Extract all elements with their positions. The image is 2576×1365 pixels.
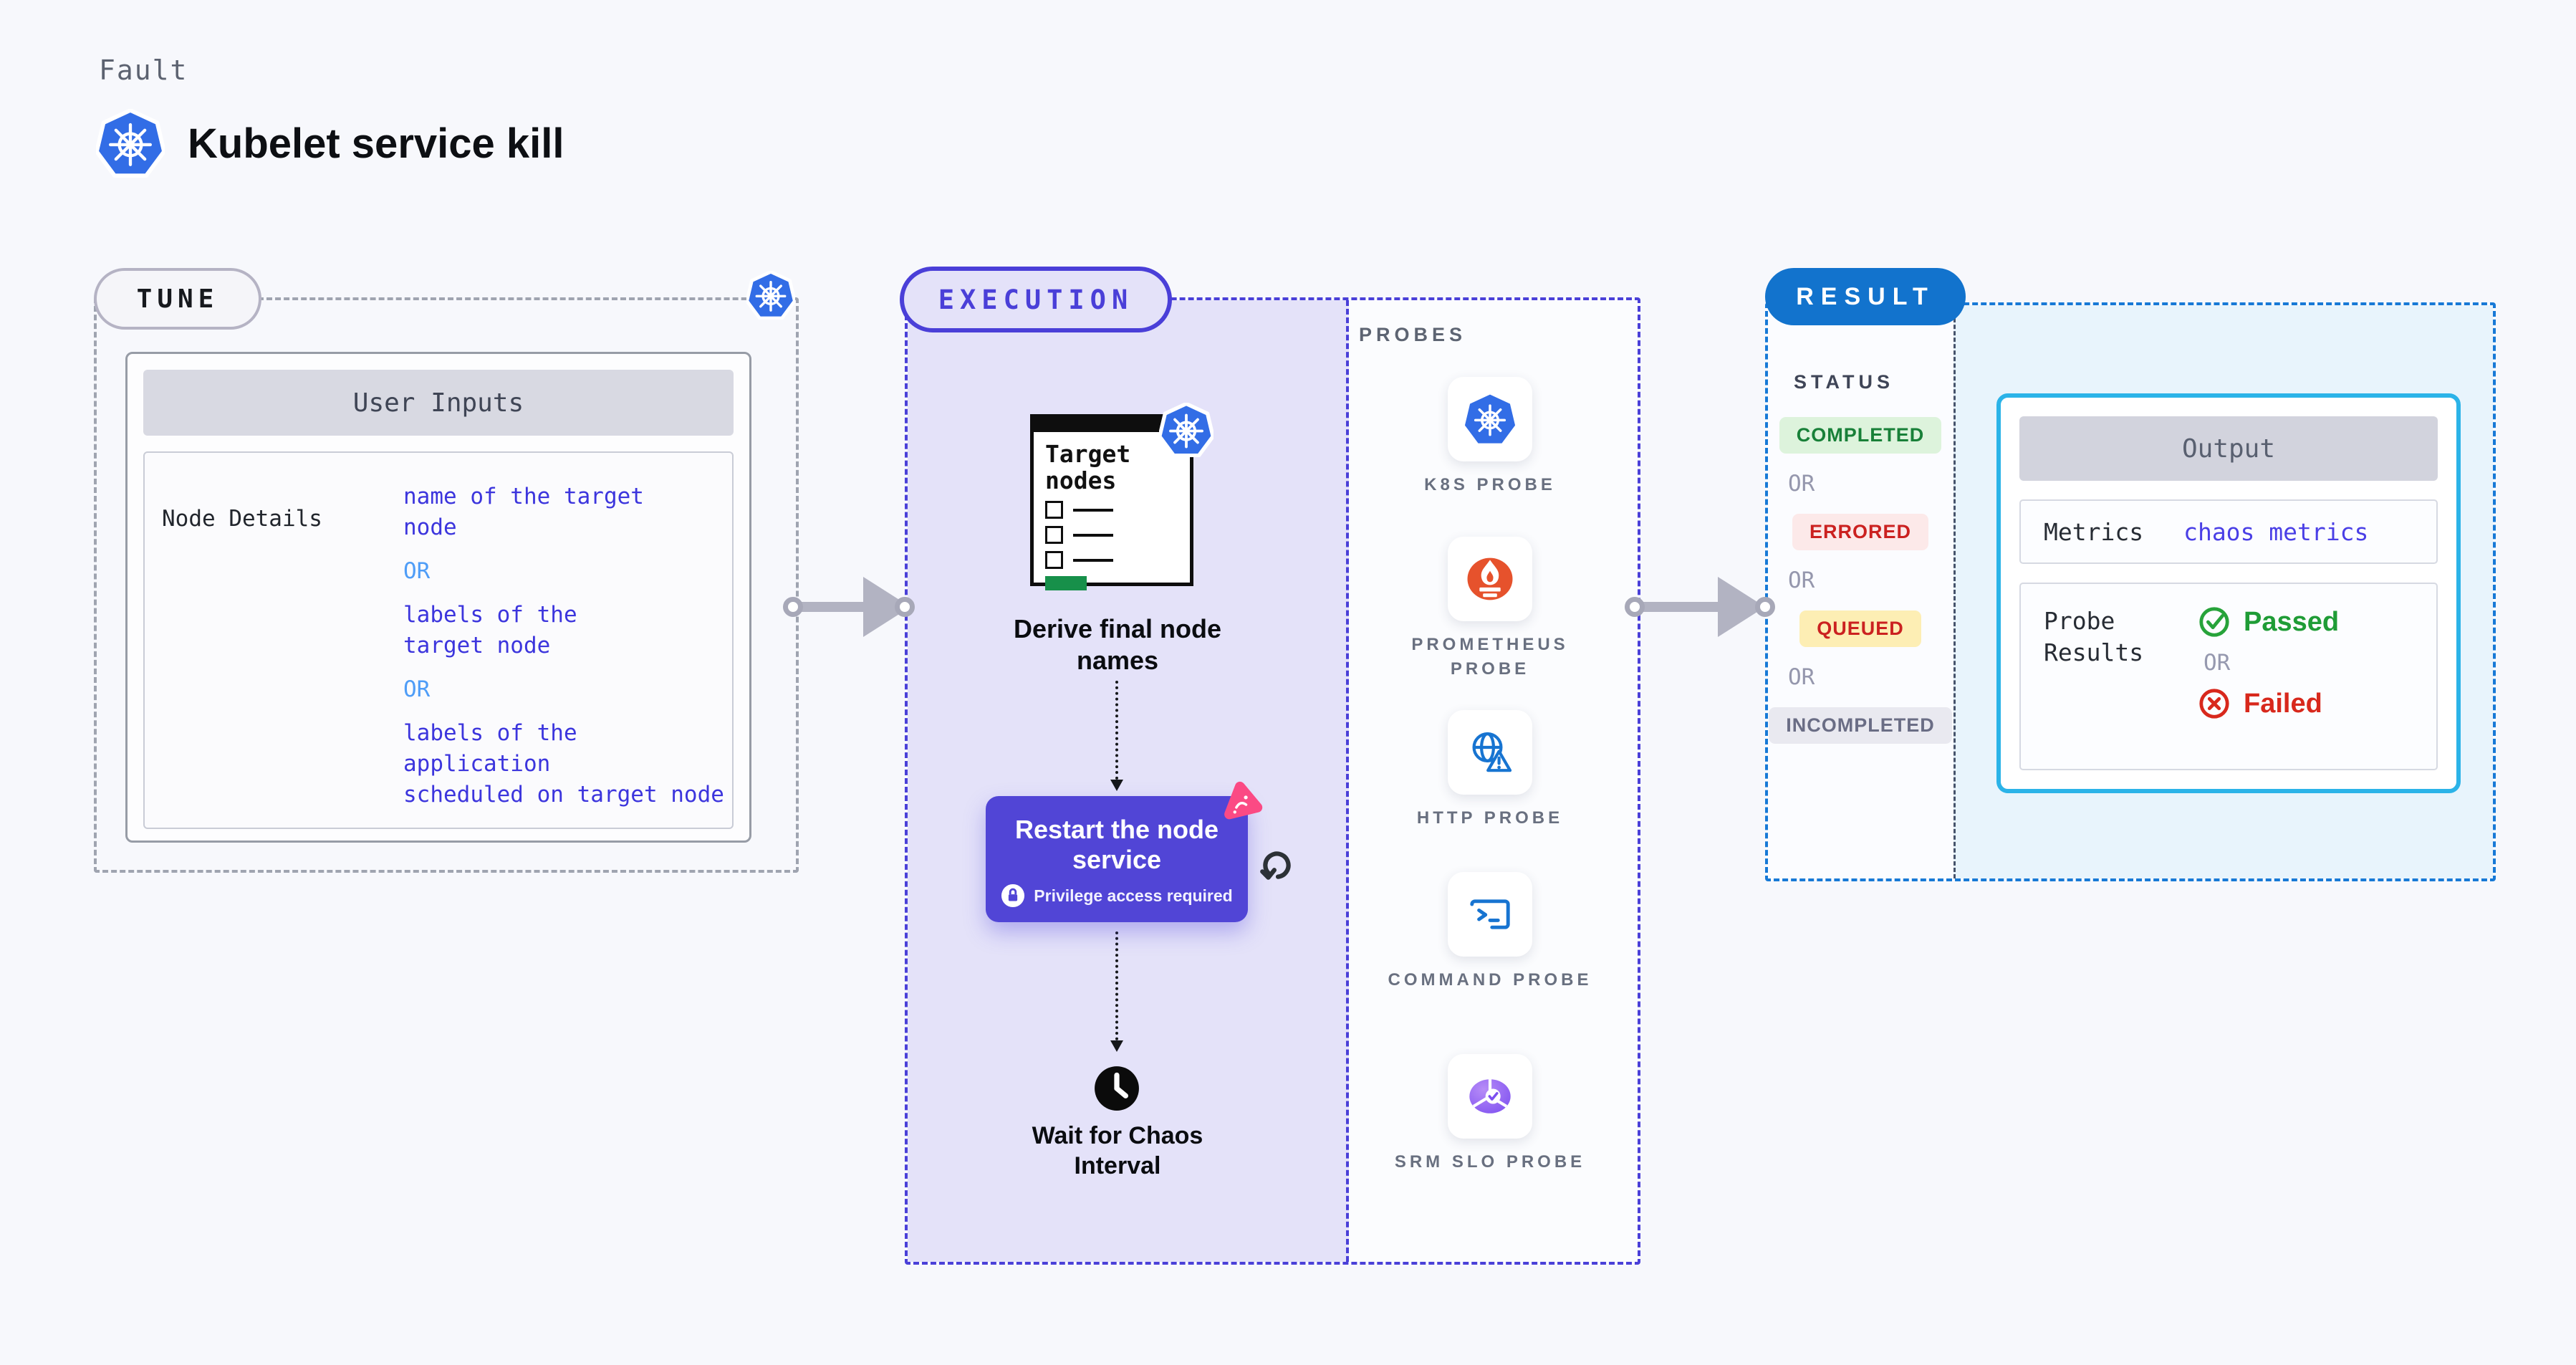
node-details-label: Node Details xyxy=(162,506,322,532)
passed-result: Passed xyxy=(2198,605,2339,638)
target-nodes-card: Target nodes xyxy=(1030,414,1193,590)
status-badge-completed: COMPLETED xyxy=(1779,417,1942,454)
user-inputs-header: User Inputs xyxy=(143,370,734,436)
or-separator: OR xyxy=(1788,471,1815,497)
status-badges: COMPLETED OR ERRORED OR QUEUED OR INCOMP… xyxy=(1769,417,1952,744)
lock-icon xyxy=(1001,883,1025,908)
output-card: Output Metrics chaos metrics Probe Resul… xyxy=(1996,393,2461,793)
tune-pill: TUNE xyxy=(94,268,261,330)
connector-port xyxy=(895,597,915,617)
green-bar xyxy=(1045,576,1087,590)
srm-slo-icon xyxy=(1469,1078,1511,1113)
or-separator: OR xyxy=(403,558,431,584)
target-nodes-title: Target nodes xyxy=(1045,440,1131,494)
probe-label: HTTP PROBE xyxy=(1416,808,1564,828)
status-badge-incompleted: INCOMPLETED xyxy=(1769,707,1952,744)
user-inputs-body: Node Details name of the target node OR … xyxy=(143,451,734,829)
status-badge-queued: QUEUED xyxy=(1799,610,1921,647)
page-title: Kubelet service kill xyxy=(188,120,564,167)
fault-eyebrow: Fault xyxy=(99,54,188,86)
check-circle-icon xyxy=(2199,607,2229,637)
privilege-note: Privilege access required xyxy=(1034,886,1233,905)
x-circle-icon xyxy=(2199,689,2229,719)
page-header: Kubelet service kill xyxy=(96,109,564,178)
kubernetes-icon xyxy=(1465,394,1515,444)
probe-card-http xyxy=(1448,710,1532,795)
user-inputs-card: User Inputs Node Details name of the tar… xyxy=(125,352,751,843)
failed-result: Failed xyxy=(2198,687,2339,720)
flow-arrow-shaft xyxy=(801,602,867,612)
card-title-bar xyxy=(1034,418,1190,432)
probe-results-label: Probe Results xyxy=(2044,607,2144,666)
output-header: Output xyxy=(2019,416,2438,481)
or-separator: OR xyxy=(1788,567,1815,593)
connector-port xyxy=(783,597,803,617)
probe-card-k8s xyxy=(1448,377,1532,461)
value-node-name: name of the target node xyxy=(403,484,644,540)
passed-label: Passed xyxy=(2244,606,2340,637)
probe-card-command xyxy=(1448,872,1532,957)
command-terminal-icon xyxy=(1470,899,1510,929)
dotted-connector-arrowhead xyxy=(1110,1040,1123,1052)
dotted-connector-arrowhead xyxy=(1110,780,1123,791)
node-details-values: name of the target node OR labels of the… xyxy=(403,482,725,828)
retry-loop-icon xyxy=(1260,851,1291,880)
chaos-fault-icon xyxy=(1224,781,1263,820)
http-globe-icon xyxy=(1472,732,1512,772)
metrics-value: chaos metrics xyxy=(2183,517,2369,546)
value-app-labels: labels of the application scheduled on t… xyxy=(403,720,724,808)
restart-title: Restart the node service xyxy=(1014,815,1219,874)
or-separator: OR xyxy=(1788,664,1815,690)
prometheus-icon xyxy=(1467,557,1513,600)
value-node-labels: labels of the target node xyxy=(403,602,577,658)
clock-icon xyxy=(1095,1066,1139,1111)
execution-pill: EXECUTION xyxy=(900,267,1172,332)
connector-port xyxy=(1755,597,1775,617)
or-separator: OR xyxy=(2203,650,2231,676)
result-pill: RESULT xyxy=(1765,268,1966,325)
checklist-row xyxy=(1045,551,1178,569)
dotted-connector xyxy=(1115,931,1118,1040)
or-separator: OR xyxy=(403,676,431,702)
flow-arrow-shaft xyxy=(1640,602,1719,612)
checklist-row xyxy=(1045,526,1178,544)
probes-header: PROBES xyxy=(1359,324,1467,345)
checklist-row xyxy=(1045,501,1178,519)
probe-label: COMMAND PROBE xyxy=(1388,970,1592,990)
kubernetes-icon xyxy=(746,271,795,320)
status-header: STATUS xyxy=(1794,371,1894,393)
connector-port xyxy=(1625,597,1645,617)
kubernetes-icon xyxy=(1159,403,1213,457)
probe-label: SRM SLO PROBE xyxy=(1394,1152,1586,1172)
dotted-connector xyxy=(1115,681,1118,780)
kubernetes-icon xyxy=(96,109,165,178)
probe-results-row: Probe Results Passed OR Failed xyxy=(2019,583,2438,770)
probe-label: PROMETHEUS PROBE xyxy=(1411,635,1569,679)
metrics-row: Metrics chaos metrics xyxy=(2019,499,2438,564)
restart-node-service-card: Restart the node service Privilege acces… xyxy=(986,796,1248,922)
wait-chaos-interval-label: Wait for Chaos Interval xyxy=(1032,1122,1203,1179)
metrics-label: Metrics xyxy=(2044,517,2144,546)
probe-card-prometheus xyxy=(1448,537,1532,621)
status-badge-errored: ERRORED xyxy=(1792,514,1928,550)
derive-node-names-label: Derive final node names xyxy=(1013,614,1222,675)
tune-section xyxy=(94,297,799,873)
failed-label: Failed xyxy=(2244,688,2322,719)
probe-card-srm-slo xyxy=(1448,1054,1532,1139)
probe-label: K8S PROBE xyxy=(1424,475,1556,494)
